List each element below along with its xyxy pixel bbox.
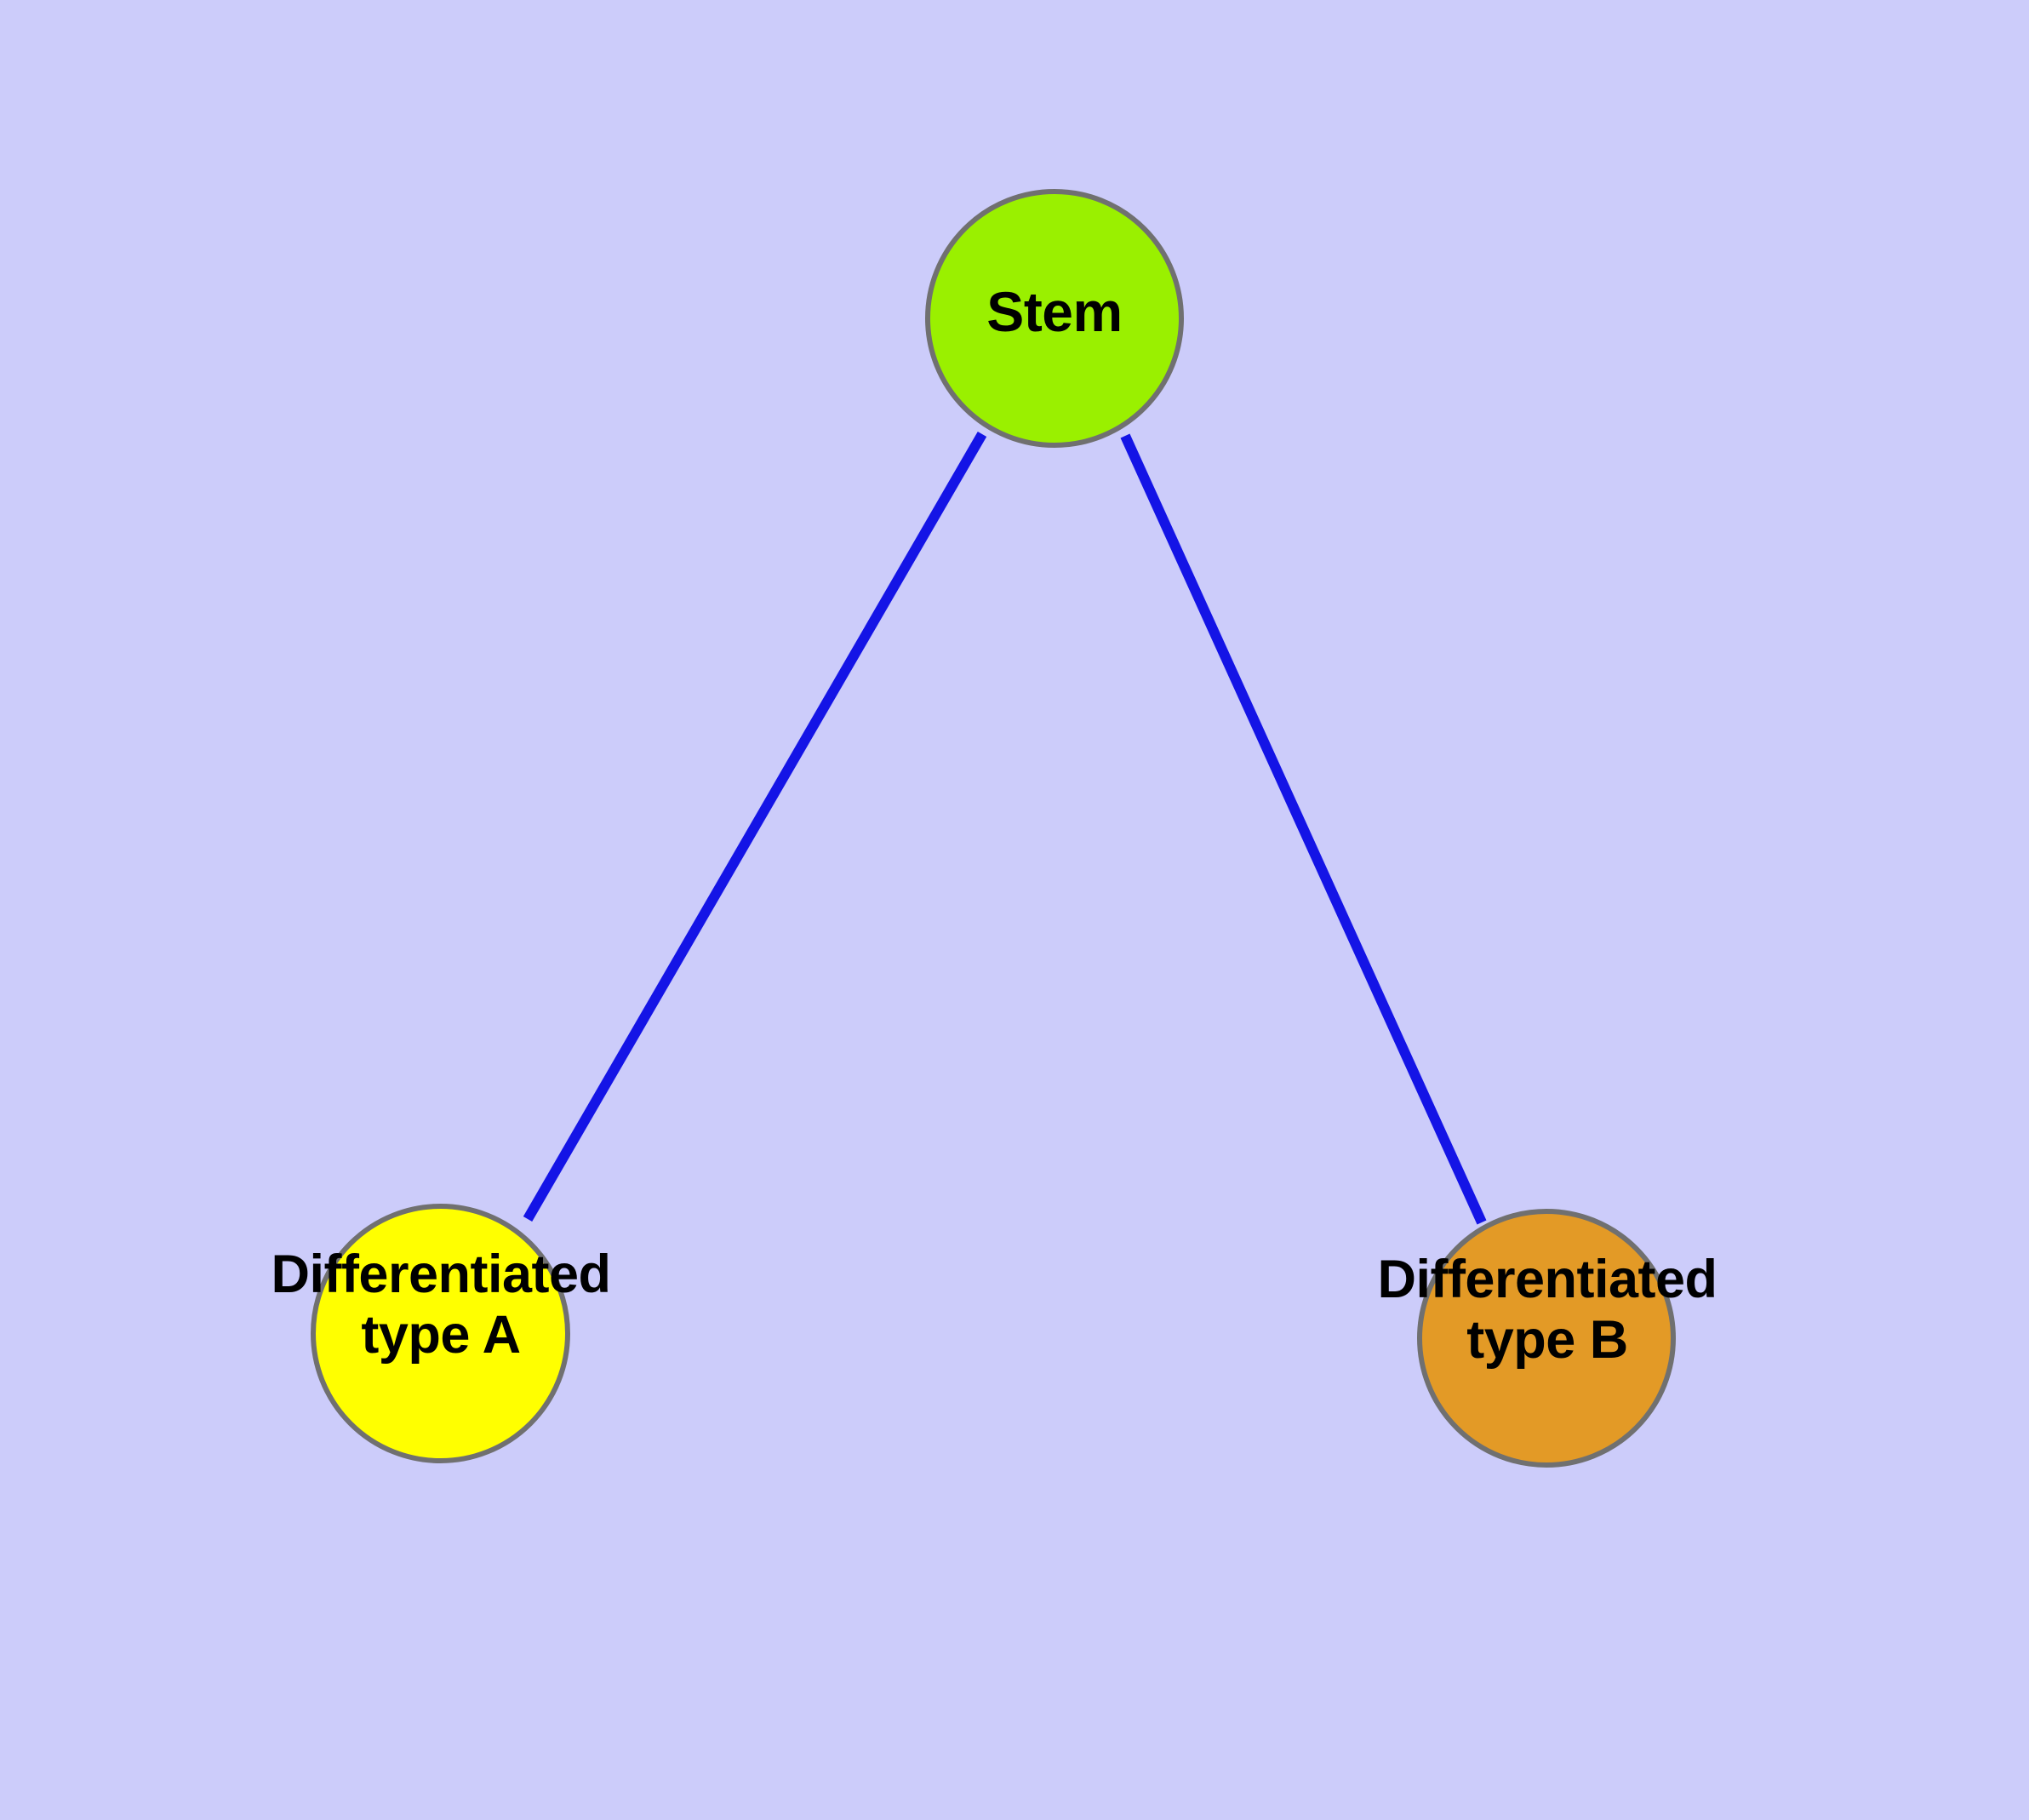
node-stem[interactable]	[925, 189, 1184, 448]
node-differentiated-type-a[interactable]	[311, 1204, 570, 1463]
node-label-differentiated-type-a: Differentiated type A	[271, 1245, 611, 1365]
node-label-differentiated-type-b: Differentiated type B	[1377, 1250, 1718, 1370]
edge-stem-to-diff-b	[1120, 433, 1487, 1225]
node-label-stem: Stem	[986, 280, 1123, 343]
node-differentiated-type-b[interactable]	[1417, 1209, 1676, 1468]
edge-stem-to-diff-a	[523, 431, 987, 1222]
